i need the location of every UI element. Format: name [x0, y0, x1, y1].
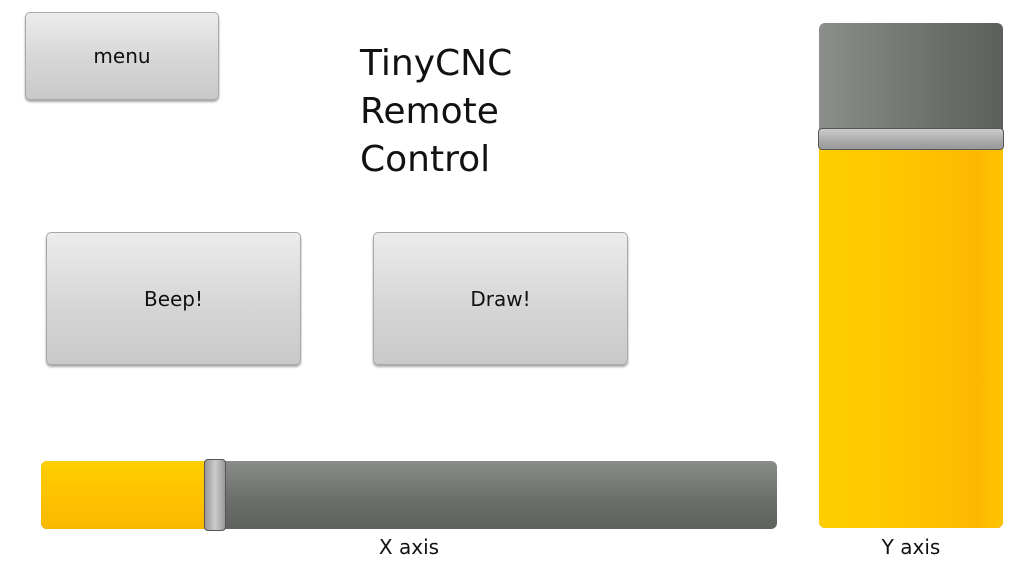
- x-axis-label: X axis: [378, 535, 440, 559]
- x-axis-slider-thumb[interactable]: [203, 459, 226, 531]
- y-axis-slider-thumb[interactable]: [818, 128, 1004, 151]
- title-line: TinyCNC: [360, 43, 513, 84]
- x-axis-slider[interactable]: [41, 461, 777, 529]
- y-axis-slider-fill: [819, 139, 1003, 528]
- title-line: Control: [360, 139, 491, 180]
- y-axis-label: Y axis: [881, 535, 941, 559]
- menu-button[interactable]: menu: [25, 12, 219, 100]
- title-line: Remote: [360, 91, 499, 132]
- app-title: TinyCNC Remote Control: [360, 40, 512, 184]
- y-axis-slider[interactable]: [819, 23, 1003, 528]
- x-axis-slider-fill: [41, 461, 215, 529]
- beep-button[interactable]: Beep!: [46, 232, 301, 365]
- draw-button[interactable]: Draw!: [373, 232, 628, 365]
